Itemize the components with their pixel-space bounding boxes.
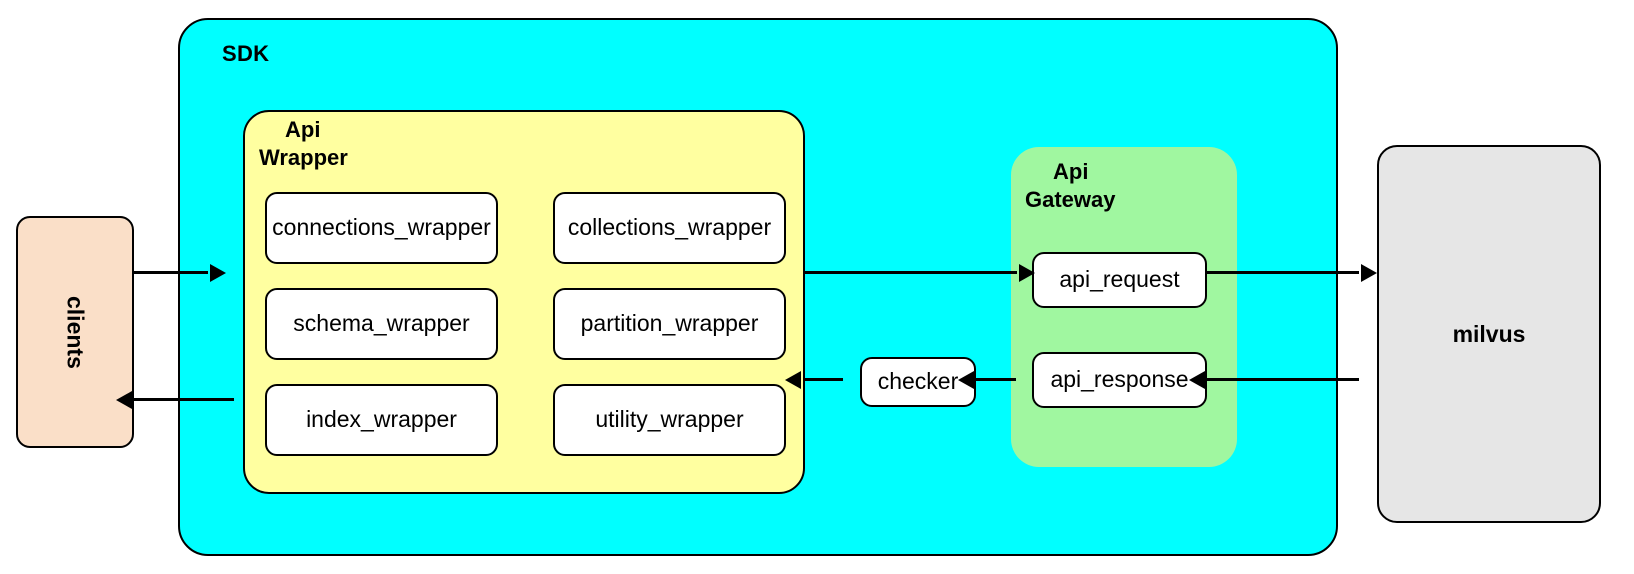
module-schema-wrapper[interactable]: schema_wrapper: [265, 288, 498, 360]
node-api-response[interactable]: api_response: [1032, 352, 1207, 408]
arrow-checker-to-wrapper-icon: [803, 378, 843, 381]
module-index-wrapper[interactable]: index_wrapper: [265, 384, 498, 456]
module-connections-wrapper[interactable]: connections_wrapper: [265, 192, 498, 264]
module-utility-wrapper[interactable]: utility_wrapper: [553, 384, 786, 456]
api-wrapper-label-line1: Api: [285, 117, 321, 142]
milvus-label: milvus: [1452, 320, 1526, 347]
arrow-wrapper-to-gateway-icon: [803, 271, 1017, 274]
api-gateway-label-line2: Gateway: [1025, 186, 1116, 212]
node-api-request[interactable]: api_request: [1032, 252, 1207, 308]
milvus-node[interactable]: milvus: [1377, 145, 1601, 523]
arrow-sdk-to-clients-icon: [134, 398, 234, 401]
api-gateway-label-line1: Api: [1053, 159, 1089, 184]
arrow-milvus-to-response-icon: [1207, 378, 1359, 381]
arrow-clients-to-sdk-icon: [134, 271, 208, 274]
module-partition-wrapper[interactable]: partition_wrapper: [553, 288, 786, 360]
module-collections-wrapper[interactable]: collections_wrapper: [553, 192, 786, 264]
api-wrapper-label-line2: Wrapper: [259, 144, 348, 170]
arrow-response-to-checker-icon: [976, 378, 1016, 381]
api-wrapper-label: Api Wrapper: [259, 116, 479, 171]
node-checker[interactable]: checker: [860, 357, 976, 407]
clients-node[interactable]: clients: [16, 216, 134, 448]
arrow-gateway-to-milvus-icon: [1207, 271, 1359, 274]
api-gateway-label: Api Gateway: [1025, 158, 1215, 213]
clients-label: clients: [62, 295, 89, 369]
sdk-label: SDK: [222, 41, 270, 66]
